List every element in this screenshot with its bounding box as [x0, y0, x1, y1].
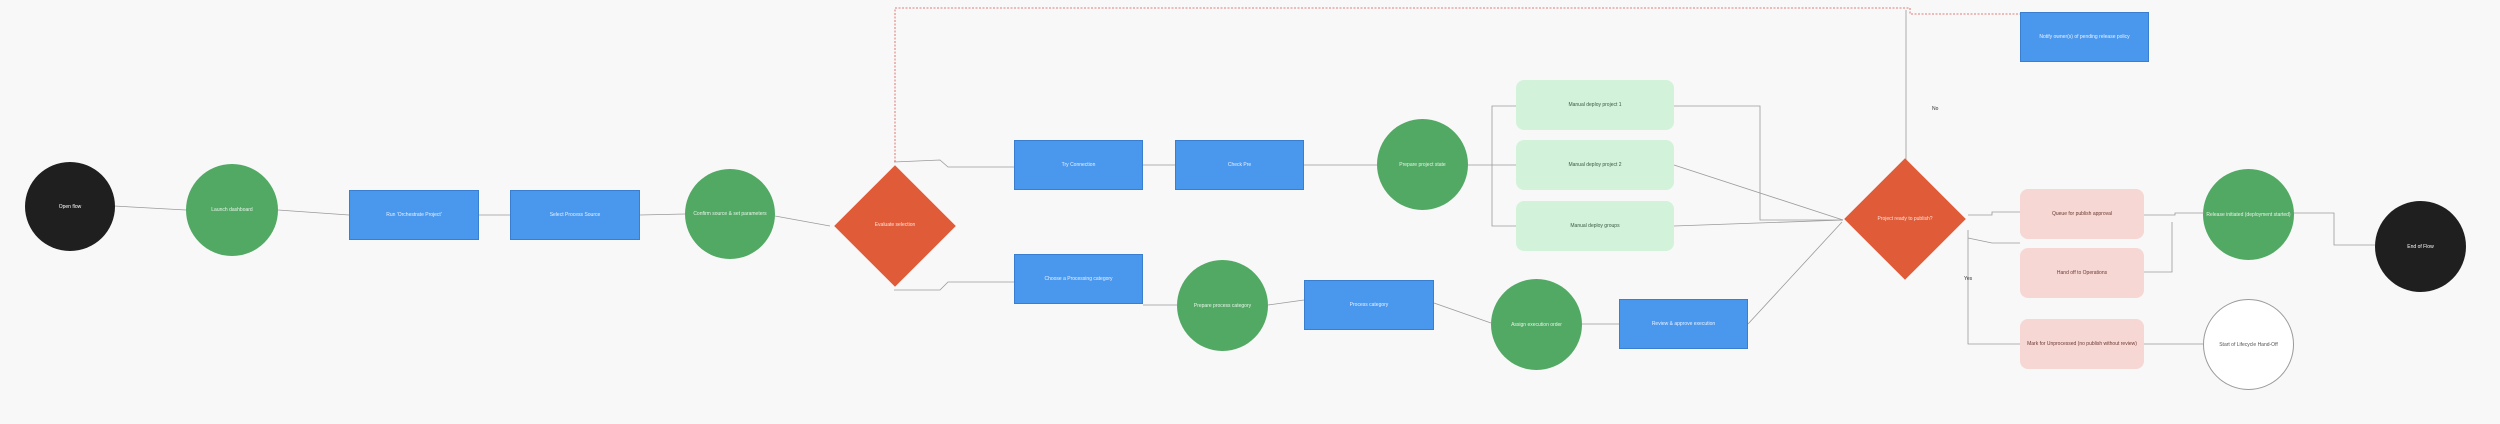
edge-label-no: No	[1932, 106, 1939, 112]
state-node-confirm-source: Confirm source & set parameters	[685, 169, 775, 259]
decision-label-ready-to-publish: Project ready to publish?	[1877, 216, 1933, 222]
action-node-check-pre: Check Pre	[1175, 140, 1304, 190]
state-node-release-initiated: Release initiated (deployment started)	[2203, 169, 2294, 260]
start-node: Open flow	[25, 162, 115, 251]
state-node-prepare-project: Prepare project state	[1377, 119, 1468, 210]
option-node-deploy-1: Manual deploy project 1	[1516, 80, 1674, 130]
state-node-assign-order: Assign execution order	[1491, 279, 1582, 370]
action-node-review-approve: Review & approve execution	[1619, 299, 1748, 349]
decision-label-evaluate: Evaluate selection	[874, 222, 916, 228]
state-node-lifecycle-handoff: Start of Lifecycle Hand-Off	[2203, 299, 2294, 390]
action-node-process-category: Process category	[1304, 280, 1434, 330]
state-node-prepare-category: Prepare process category	[1177, 260, 1268, 351]
end-node: End of Flow	[2375, 201, 2466, 292]
option-node-hand-off-ops: Hand off to Operations	[2020, 248, 2144, 298]
option-node-queue-approval: Queue for publish approval	[2020, 189, 2144, 239]
action-node-run-orchestrate: Run 'Orchestrate Project'	[349, 190, 479, 240]
option-node-deploy-2: Manual deploy project 2	[1516, 140, 1674, 190]
option-node-mark-unprocessed: Mark for Unprocessed (no publish without…	[2020, 319, 2144, 369]
edge-label-yes: Yes	[1964, 276, 1973, 282]
action-node-choose-category: Choose a Processing category	[1014, 254, 1143, 304]
action-node-select-source: Select Process Source	[510, 190, 640, 240]
action-node-try-connection: Try Connection	[1014, 140, 1143, 190]
action-node-notify-owners: Notify owner(s) of pending release polic…	[2020, 12, 2149, 62]
option-node-deploy-groups: Manual deploy groups	[1516, 201, 1674, 251]
state-node-launch: Launch dashboard	[186, 164, 278, 256]
